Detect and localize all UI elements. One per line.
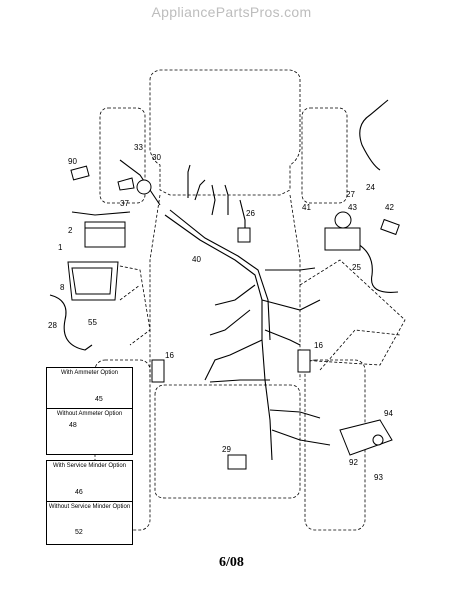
- with-ammeter-number: 45: [95, 396, 103, 403]
- service-minder-options-box: With Service Minder Option 46 Without Se…: [46, 460, 133, 545]
- callout-28: 28: [48, 321, 57, 330]
- without-service-minder-cell: Without Service Minder Option 52: [47, 502, 132, 543]
- callout-37: 37: [120, 199, 129, 208]
- callout-29: 29: [222, 445, 231, 454]
- callout-2: 2: [68, 226, 73, 235]
- part-16-connector-right: [297, 349, 311, 373]
- part-33-clip: [117, 177, 135, 191]
- callout-41: 41: [302, 203, 311, 212]
- part-26-relay: [237, 227, 251, 243]
- callout-25: 25: [352, 263, 361, 272]
- callout-27: 27: [346, 190, 355, 199]
- revision-date: 6/08: [219, 555, 244, 570]
- callout-8: 8: [60, 283, 65, 292]
- callout-30: 30: [152, 153, 161, 162]
- tractor-outline: [94, 69, 406, 531]
- without-ammeter-label: Without Ammeter Option: [56, 411, 123, 417]
- without-ammeter-cell: Without Ammeter Option 48: [47, 409, 132, 453]
- without-ammeter-number: 48: [69, 422, 77, 429]
- battery: [84, 221, 126, 248]
- battery-tray: [67, 261, 119, 301]
- part-16-connector-left: [151, 359, 165, 383]
- ammeter-options-box: With Ammeter Option 45 Without Ammeter O…: [46, 367, 133, 455]
- with-service-minder-number: 46: [75, 489, 83, 496]
- with-service-minder-cell: With Service Minder Option 46: [47, 461, 132, 502]
- wiring-harness: [49, 99, 399, 461]
- callout-33: 33: [134, 143, 143, 152]
- part-90-connector: [70, 165, 90, 181]
- without-service-minder-label: Without Service Minder Option: [48, 504, 131, 510]
- callout-40: 40: [192, 255, 201, 264]
- callout-94: 94: [384, 409, 393, 418]
- callout-42: 42: [385, 203, 394, 212]
- part-42-terminal-boot: [380, 218, 400, 236]
- part-29-switch: [227, 454, 247, 470]
- without-service-minder-number: 52: [75, 529, 83, 536]
- callouts: 90 33 30 37 2 1 8 28 55 16 16 26 40 41 2…: [48, 143, 394, 482]
- callout-1: 1: [58, 243, 63, 252]
- callout-90: 90: [68, 157, 77, 166]
- with-ammeter-label: With Ammeter Option: [60, 370, 119, 376]
- watermark: AppliancePartsPros.com: [151, 4, 312, 20]
- with-service-minder-label: With Service Minder Option: [52, 463, 127, 469]
- callout-16-left: 16: [165, 351, 174, 360]
- callout-26: 26: [246, 209, 255, 218]
- callout-92: 92: [349, 458, 358, 467]
- callout-16-right: 16: [314, 341, 323, 350]
- callout-55: 55: [88, 318, 97, 327]
- callout-93: 93: [374, 473, 383, 482]
- part-43-starter-solenoid: [324, 211, 361, 251]
- part-30-switch: [136, 179, 152, 195]
- callout-24: 24: [366, 183, 375, 192]
- with-ammeter-cell: With Ammeter Option 45: [47, 368, 132, 409]
- part-94-ignition-switch-assembly: [339, 419, 393, 456]
- callout-43: 43: [348, 203, 357, 212]
